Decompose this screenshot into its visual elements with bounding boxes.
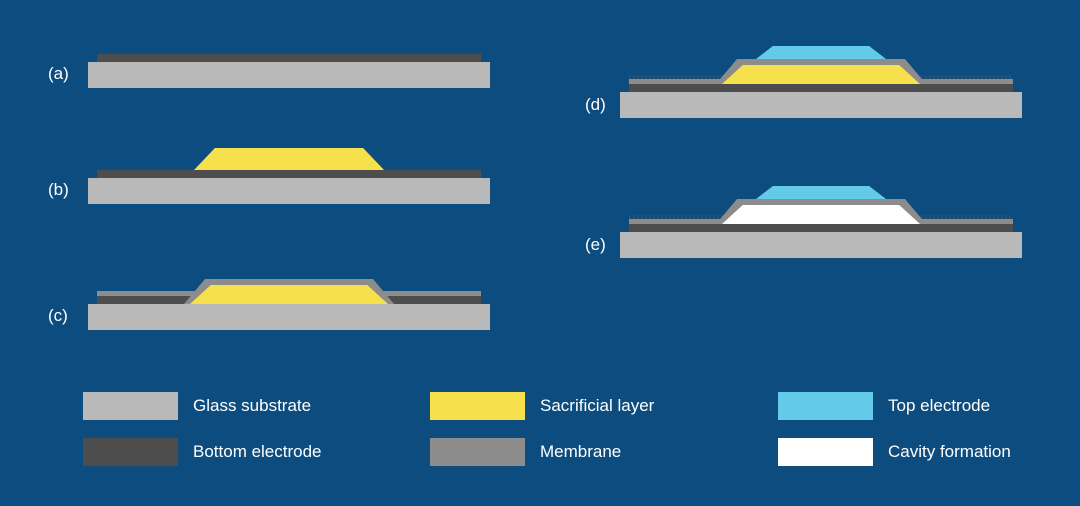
legend-label-sacrificial-layer: Sacrificial layer bbox=[540, 396, 655, 415]
glass-substrate-layer bbox=[88, 62, 490, 88]
bottom-electrode-layer bbox=[97, 170, 481, 178]
glass-substrate-layer bbox=[620, 232, 1022, 258]
process-step-e: (e) bbox=[585, 176, 1045, 271]
legend-label-bottom-electrode: Bottom electrode bbox=[193, 442, 322, 461]
process-step-d: (d) bbox=[585, 36, 1045, 131]
legend-swatch-sacrificial-layer bbox=[430, 392, 525, 420]
top-electrode-shape bbox=[756, 186, 886, 199]
legend-swatch-cavity-formation bbox=[778, 438, 873, 466]
glass-substrate-layer bbox=[88, 178, 490, 204]
step-d-label: (d) bbox=[585, 95, 606, 114]
sacrificial-layer-shape bbox=[722, 65, 920, 84]
step-c-label: (c) bbox=[48, 306, 68, 325]
bottom-electrode-layer bbox=[629, 224, 1013, 232]
bottom-electrode-layer bbox=[97, 54, 481, 62]
legend-label-cavity-formation: Cavity formation bbox=[888, 442, 1011, 461]
legend-swatch-bottom-electrode bbox=[83, 438, 178, 466]
legend-swatch-membrane bbox=[430, 438, 525, 466]
process-step-c: (c) bbox=[48, 262, 498, 342]
legend-label-top-electrode: Top electrode bbox=[888, 396, 991, 415]
legend-swatch-top-electrode bbox=[778, 392, 873, 420]
process-step-b: (b) bbox=[48, 138, 498, 218]
step-a-label: (a) bbox=[48, 64, 69, 83]
bottom-electrode-layer bbox=[629, 84, 1013, 92]
step-e-label: (e) bbox=[585, 235, 606, 254]
sacrificial-layer-shape bbox=[190, 285, 388, 304]
top-electrode-shape bbox=[756, 46, 886, 59]
legend-label-membrane: Membrane bbox=[540, 442, 622, 461]
legend-label-glass-substrate: Glass substrate bbox=[193, 396, 312, 415]
sacrificial-layer-shape bbox=[194, 148, 384, 170]
step-b-label: (b) bbox=[48, 180, 69, 199]
cavity-shape bbox=[722, 205, 920, 224]
glass-substrate-layer bbox=[620, 92, 1022, 118]
legend-swatch-glass-substrate bbox=[83, 392, 178, 420]
process-step-a: (a) bbox=[48, 44, 498, 104]
glass-substrate-layer bbox=[88, 304, 490, 330]
